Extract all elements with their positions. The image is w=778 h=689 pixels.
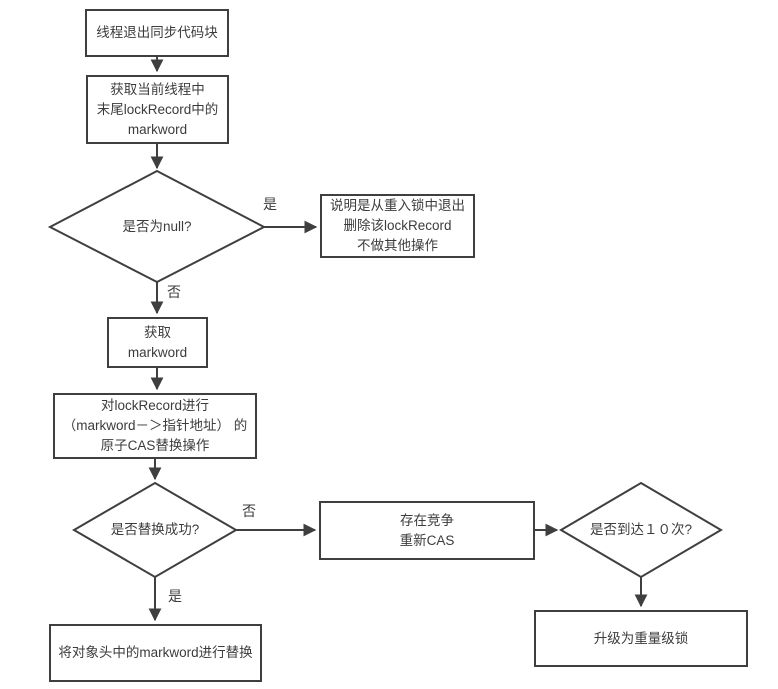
label-is-null: 是否为null? — [122, 219, 192, 234]
edge-label-is-null-yes: 是 — [261, 196, 279, 212]
node-cas-replace: 对lockRecord进行 （markword－＞指针地址） 的 原子CAS替换… — [53, 393, 257, 459]
node-get-thread-lockrecord-markword: 获取当前线程中 末尾lockRecord中的 markword — [86, 75, 229, 144]
node-upgrade-heavyweight-lock: 升级为重量级锁 — [534, 610, 748, 667]
edge-label-replace-yes: 是 — [166, 588, 184, 604]
label-is-replace-success: 是否替换成功? — [110, 522, 200, 537]
diamond-is-null — [47, 169, 267, 284]
node-reentrant-exit: 说明是从重入锁中退出 删除该lockRecord 不做其他操作 — [320, 194, 475, 258]
edge-label-replace-no: 否 — [240, 503, 258, 519]
diamond-is-replace-success — [72, 481, 238, 579]
node-replace-object-header-markword: 将对象头中的markword进行替换 — [49, 624, 262, 682]
node-thread-exit-sync-block: 线程退出同步代码块 — [85, 9, 229, 57]
diamond-reach-ten-times — [559, 481, 723, 579]
node-contention-retry-cas: 存在竞争 重新CAS — [319, 501, 535, 560]
edge-label-is-null-no: 否 — [165, 284, 183, 300]
node-get-markword: 获取 markword — [107, 317, 208, 368]
label-reach-ten-times: 是否到达１０次? — [589, 522, 692, 537]
